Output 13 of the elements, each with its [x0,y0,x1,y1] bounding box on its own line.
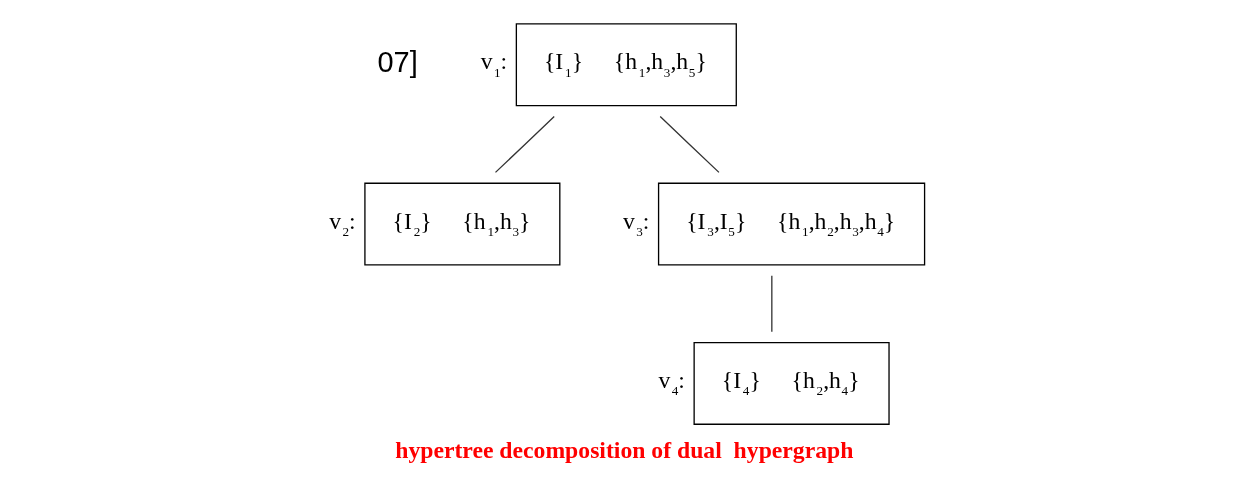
node-box: {I$_{4}$} {h$_{2}$,h$_{4}$} [693,341,890,425]
connector [494,115,555,174]
node-label: v$_{1}$: [480,48,507,80]
node-box: {I$_{2}$} {h$_{1}$,h$_{3}$} [363,182,560,266]
node-label: v$_{3}$: [622,207,649,240]
node-label: v$_{4}$: [658,366,685,399]
node-box: {I$_{1}$} {h$_{1}$,h$_{3}$,h$_{5}$} [515,23,737,107]
label: 07] [376,46,418,79]
connector [770,275,772,333]
node-label: v$_{2}$: [328,207,356,240]
node-box: {I$_{3}$,I$_{5}$} {h$_{1}$,h$_{2}$,h$_{3}$,h$_{4}$} [657,182,925,266]
connector [659,115,720,174]
caption: hypertree decomposition of dual hypergraph [394,436,853,463]
